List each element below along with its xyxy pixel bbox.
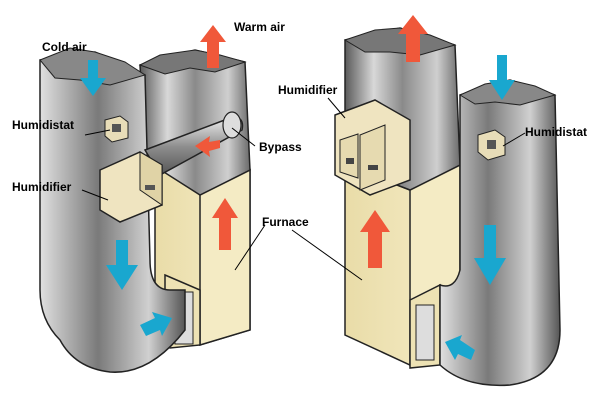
left-humidifier-device <box>99 151 163 223</box>
label-humidistat-right: Humidistat <box>525 125 588 139</box>
cold-air-arrow <box>445 335 475 360</box>
cold-air-arrow <box>489 55 515 100</box>
warm-air-arrow <box>212 198 238 250</box>
cold-air-arrow <box>140 312 172 336</box>
warm-air-arrow <box>360 210 390 268</box>
left-unit <box>39 25 266 373</box>
label-humidistat-left: Humidistat <box>12 118 75 132</box>
cold-air-arrow <box>474 225 506 285</box>
right-humidifier-device <box>334 99 411 196</box>
left-humidistat-device <box>104 115 129 143</box>
label-warm-air: Warm air <box>234 20 285 34</box>
cold-air-arrow <box>80 60 106 96</box>
label-bypass: Bypass <box>259 140 302 154</box>
right-humidistat-device <box>477 129 506 161</box>
label-humidifier-right: Humidifier <box>278 83 338 97</box>
right-cold-duct <box>439 79 561 387</box>
label-humidifier-left: Humidifier <box>12 180 72 194</box>
warm-air-arrow <box>200 25 226 68</box>
label-cold-air: Cold air <box>42 40 87 54</box>
warm-air-arrow <box>398 15 428 62</box>
label-furnace: Furnace <box>262 215 309 229</box>
cold-air-arrow <box>106 240 138 290</box>
right-unit <box>291 15 561 387</box>
warm-air-arrow <box>195 136 220 157</box>
